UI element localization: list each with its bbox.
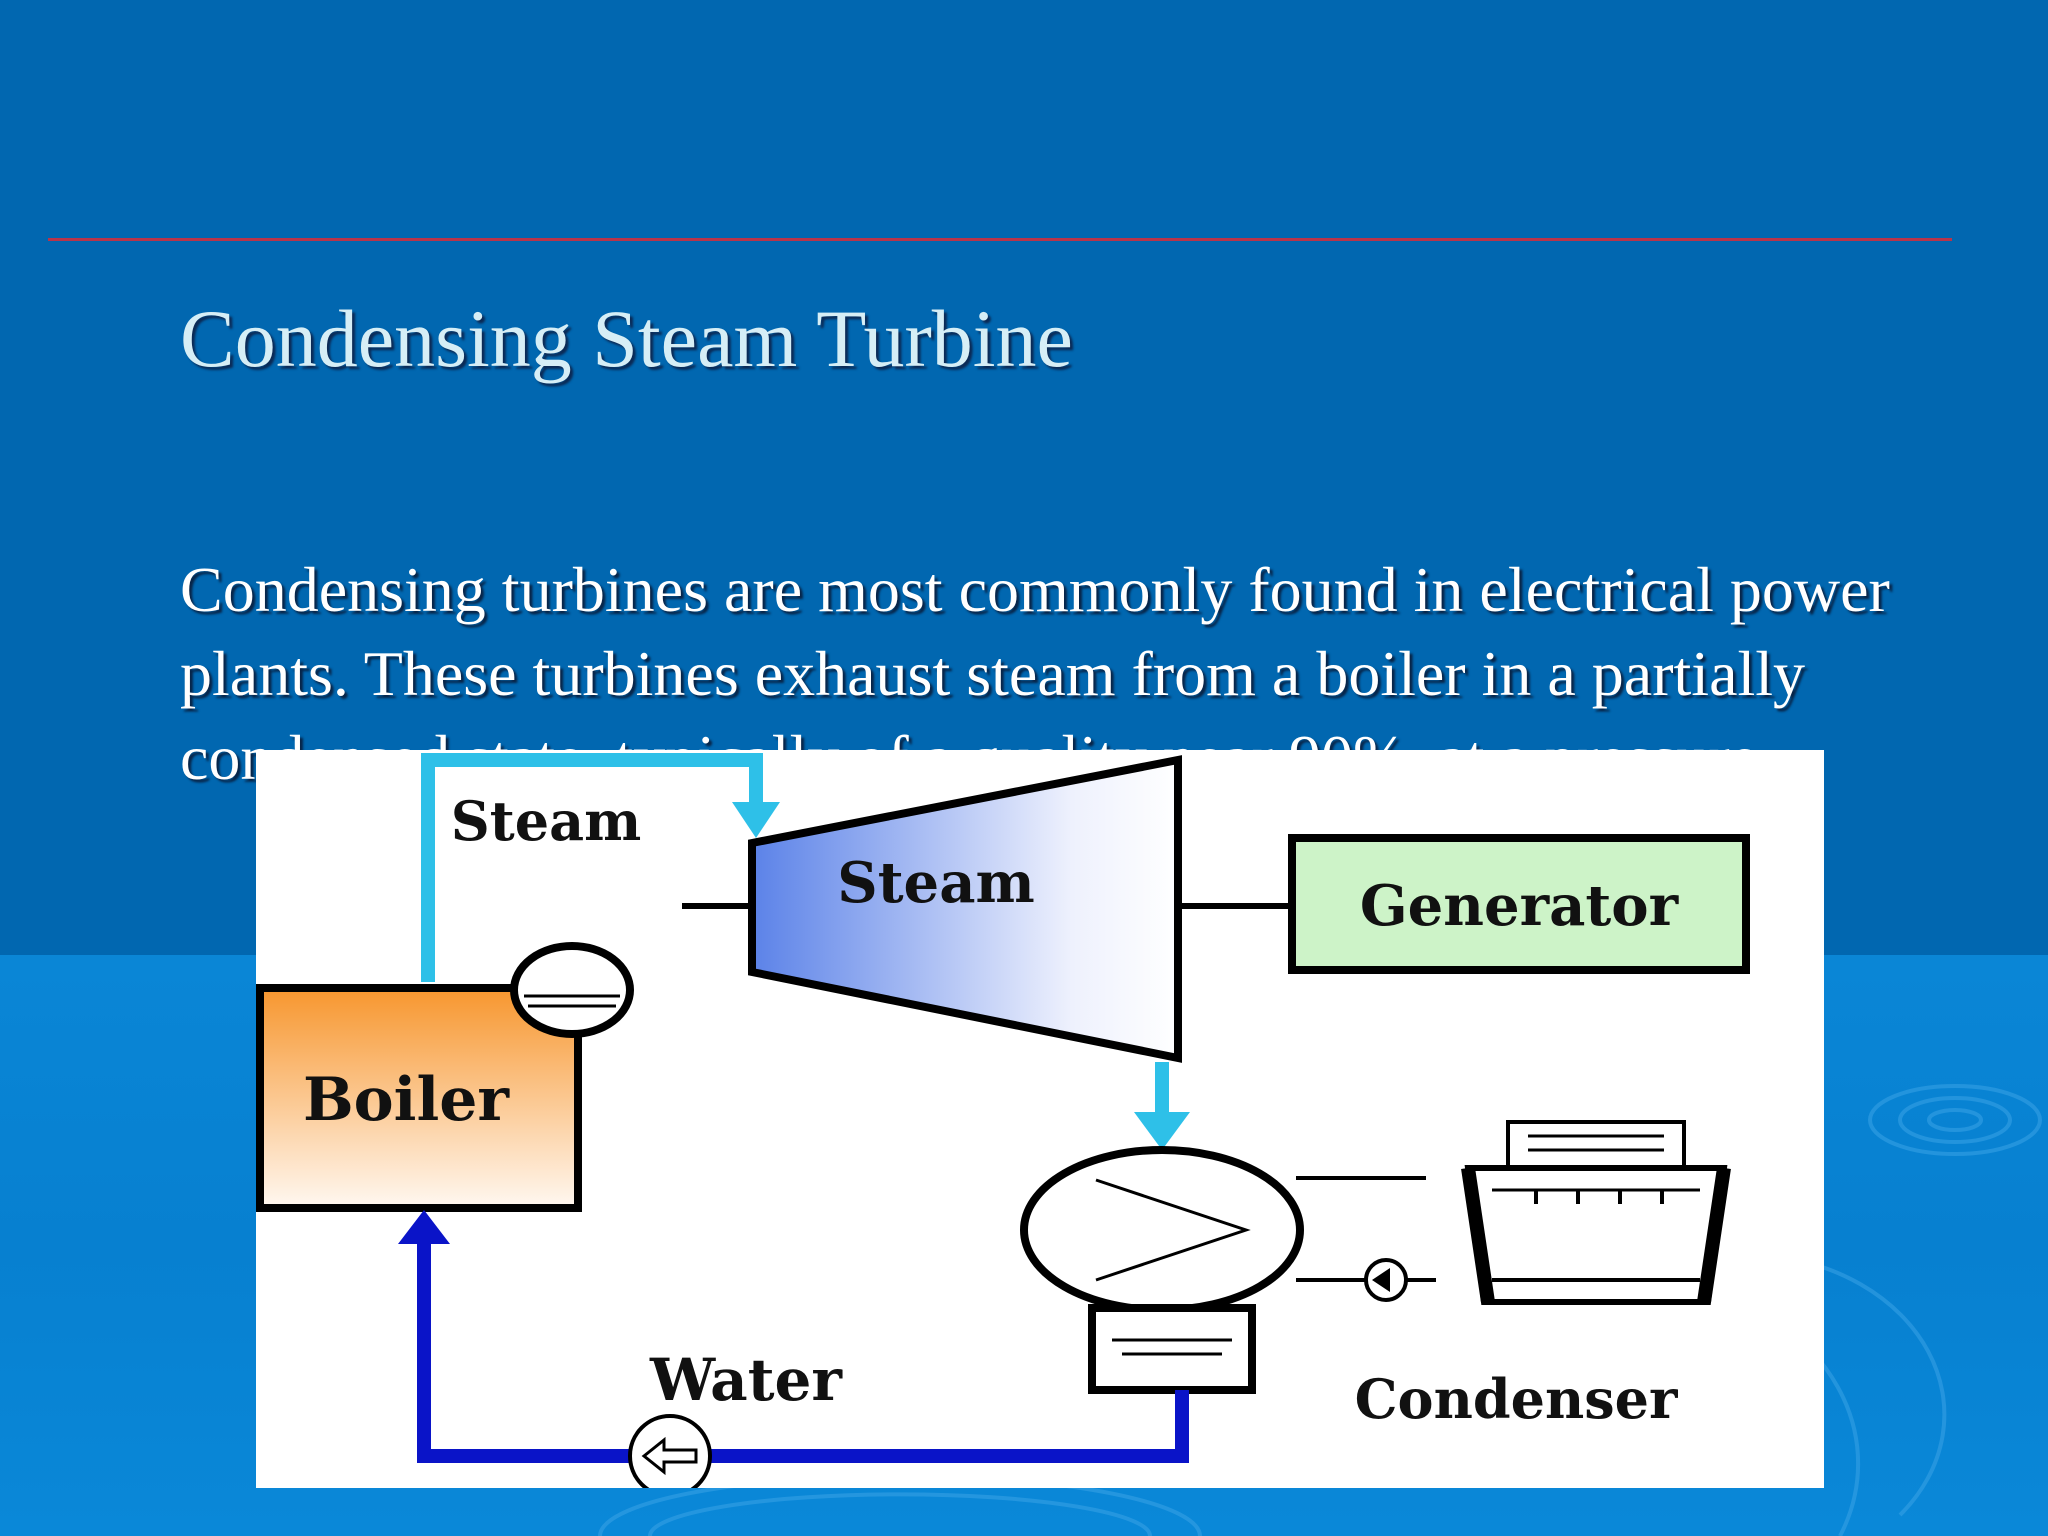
water-pipe	[398, 1210, 1189, 1463]
steam-pipe-label: Steam	[451, 789, 641, 853]
boiler	[256, 984, 582, 1212]
exhaust-flow	[1134, 1062, 1190, 1150]
water-label: Water	[649, 1346, 843, 1414]
generator-label: Generator	[1360, 873, 1680, 939]
slide-title: Condensing Steam Turbine	[180, 293, 1073, 384]
exhaust-arrow-icon	[1134, 1112, 1190, 1150]
water-ripple-decoration	[598, 1084, 2042, 1536]
cooling-tower	[1461, 1120, 1731, 1305]
condenser-label: Condenser	[1355, 1367, 1678, 1431]
steam-drum	[510, 942, 634, 1038]
steam-cycle-diagram: Steam Steam Generator Boiler	[256, 750, 1824, 1488]
header-rule	[48, 238, 1952, 241]
generator	[1288, 834, 1750, 974]
turbine-label: Steam	[837, 850, 1034, 916]
steam-pipe	[421, 753, 780, 982]
boiler-label: Boiler	[303, 1065, 510, 1135]
condenser	[1020, 1146, 1436, 1394]
turbine	[748, 755, 1182, 1063]
steam-inlet-arrow-icon	[732, 802, 780, 838]
water-arrow-icon	[398, 1210, 450, 1244]
feed-pump-icon	[628, 1414, 712, 1488]
